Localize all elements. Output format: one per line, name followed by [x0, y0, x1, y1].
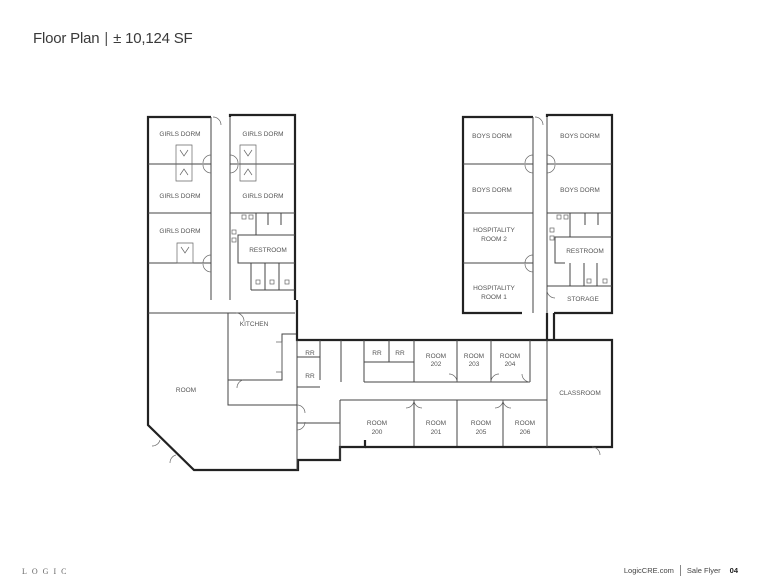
label-room: ROOM	[176, 387, 196, 394]
label-room-200-b: 200	[372, 429, 383, 436]
label-rr-2: RR	[305, 373, 315, 380]
label-boys-dorm-3: BOYS DORM	[472, 187, 512, 194]
label-room-202-b: 202	[431, 361, 442, 368]
label-storage: STORAGE	[567, 296, 599, 303]
website-link[interactable]: LogicCRE.com	[623, 566, 674, 575]
label-restroom-right: RESTROOM	[566, 248, 604, 255]
label-hospitality-2-a: HOSPITALITY	[473, 227, 515, 234]
label-rr-4: RR	[395, 350, 405, 357]
label-girls-dorm-4: GIRLS DORM	[242, 193, 283, 200]
label-room-204-a: ROOM	[500, 353, 520, 360]
footer-divider	[679, 565, 681, 576]
doc-type: Sale Flyer	[686, 566, 721, 575]
label-hospitality-2-b: ROOM 2	[481, 236, 507, 243]
label-classroom: CLASSROOM	[559, 390, 601, 397]
label-hospitality-1-b: ROOM 1	[481, 294, 507, 301]
right-wing	[461, 113, 614, 315]
label-room-206-a: ROOM	[515, 420, 535, 427]
classroom-block	[546, 313, 614, 456]
label-room-203-b: 203	[469, 361, 480, 368]
label-girls-dorm-1: GIRLS DORM	[159, 131, 200, 138]
label-room-203-a: ROOM	[464, 353, 484, 360]
logic-logo: LOGIC	[22, 567, 72, 576]
room-labels: GIRLS DORM GIRLS DORM GIRLS DORM GIRLS D…	[159, 131, 603, 436]
label-room-205-b: 205	[476, 429, 487, 436]
label-room-201-b: 201	[431, 429, 442, 436]
label-room-200-a: ROOM	[367, 420, 387, 427]
label-room-202-a: ROOM	[426, 353, 446, 360]
footer-info: LogicCRE.com Sale Flyer 04	[624, 565, 738, 576]
label-kitchen: KITCHEN	[240, 321, 269, 328]
page-number: 04	[729, 566, 738, 575]
label-boys-dorm-4: BOYS DORM	[560, 187, 600, 194]
title-text: Floor Plan	[33, 30, 100, 47]
label-girls-dorm-2: GIRLS DORM	[242, 131, 283, 138]
label-hospitality-1-a: HOSPITALITY	[473, 285, 515, 292]
page-title: Floor Plan|± 10,124 SF	[33, 30, 193, 47]
left-wing	[146, 113, 297, 313]
middle-block	[295, 300, 549, 449]
label-room-201-a: ROOM	[426, 420, 446, 427]
label-rr-3: RR	[372, 350, 382, 357]
label-girls-dorm-3: GIRLS DORM	[159, 193, 200, 200]
label-girls-dorm-5: GIRLS DORM	[159, 228, 200, 235]
label-room-205-a: ROOM	[471, 420, 491, 427]
area-text: ± 10,124 SF	[113, 30, 193, 47]
label-restroom-left: RESTROOM	[249, 247, 287, 254]
label-boys-dorm-2: BOYS DORM	[560, 133, 600, 140]
label-boys-dorm-1: BOYS DORM	[472, 133, 512, 140]
label-room-206-b: 206	[520, 429, 531, 436]
label-rr-1: RR	[305, 350, 315, 357]
title-separator: |	[104, 30, 109, 47]
label-room-204-b: 204	[505, 361, 516, 368]
